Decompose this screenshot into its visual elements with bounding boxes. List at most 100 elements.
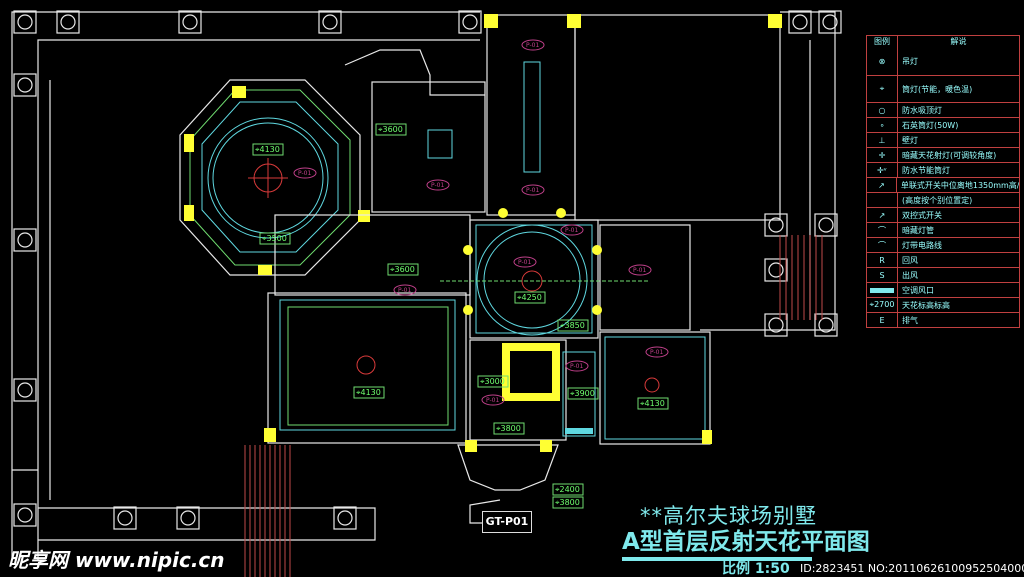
column-icon xyxy=(814,313,838,337)
material-tag: P-01 xyxy=(560,224,584,236)
wall-lamp-icon: ⊥ xyxy=(867,133,898,147)
legend-row: ↗单联式开关中位离地1350mm高/ xyxy=(867,177,1019,192)
svg-text:⌖4250: ⌖4250 xyxy=(517,293,542,302)
column-icon xyxy=(13,73,37,97)
svg-text:P-01: P-01 xyxy=(526,42,539,49)
ac-vent-icon xyxy=(867,283,898,297)
legend-desc: 吊灯 xyxy=(902,56,918,66)
elevation-label: ⌖3600 xyxy=(375,123,407,136)
chandelier-icon: ⊗ xyxy=(867,47,898,75)
legend-row: ↗双控式开关 xyxy=(867,207,1019,222)
column-icon xyxy=(818,10,842,34)
legend-row: 空调风口 xyxy=(867,282,1019,297)
elevation-label: ⌖3800 xyxy=(493,422,525,435)
legend-header: 图例 解说 xyxy=(867,36,1019,47)
elevation-labels: ⌖4130 ⌖3500 ⌖3600 ⌖3600 ⌖4130 ⌖4250 ⌖3850 ⌖3000… xyxy=(252,123,669,509)
column-icon xyxy=(764,213,788,237)
material-tag: P-01 xyxy=(628,264,652,276)
svg-text:P-01: P-01 xyxy=(486,397,499,404)
octagon-room xyxy=(179,79,370,276)
svg-text:⌖3600: ⌖3600 xyxy=(378,125,403,134)
elevation-label: ⌖4250 xyxy=(514,291,546,304)
svg-text:P-01: P-01 xyxy=(565,227,578,234)
column-icon xyxy=(764,258,788,282)
exhaust-icon: E xyxy=(867,313,898,327)
legend-desc: 灯带电路线 xyxy=(902,240,942,250)
rooms xyxy=(264,14,782,524)
legend-row: ⊥ 壁灯 xyxy=(867,132,1019,147)
svg-text:⌖3800: ⌖3800 xyxy=(555,498,580,507)
legend-desc: 防水节能筒灯 xyxy=(902,165,950,175)
svg-text:⌖4130: ⌖4130 xyxy=(356,388,381,397)
elevation-label: ⌖3850 xyxy=(557,319,589,332)
svg-text:P-01: P-01 xyxy=(633,267,646,274)
column-icon xyxy=(13,378,37,402)
svg-text:⌖3600: ⌖3600 xyxy=(390,265,415,274)
veranda-outline xyxy=(11,11,836,560)
column-icon xyxy=(113,506,137,530)
material-tag: P-01 xyxy=(521,184,545,196)
legend-desc: 壁灯 xyxy=(902,135,918,145)
elevation-label: ⌖2400 xyxy=(552,483,584,496)
legend-desc: 暗藏天花射灯(可调较角度) xyxy=(902,150,997,160)
column-icon xyxy=(56,10,80,34)
legend-row: ⌖2700 天花标高标高 xyxy=(867,297,1019,312)
legend-header-desc: 解说 xyxy=(950,37,967,46)
elevation-label: ⌖4130 xyxy=(252,143,284,156)
svg-text:⌖4130: ⌖4130 xyxy=(255,145,280,154)
svg-text:⌖3000: ⌖3000 xyxy=(480,377,505,386)
column-icon xyxy=(458,10,482,34)
legend-row: ∘石英筒灯(50W) xyxy=(867,117,1019,132)
legend-desc: 排气 xyxy=(902,315,918,325)
legend-desc: 防水吸顶灯 xyxy=(902,105,942,115)
legend-symbol xyxy=(867,193,898,207)
elevation-label: ⌖3600 xyxy=(387,263,419,276)
hidden-tube-icon: ⌒ xyxy=(867,223,898,237)
column-icon xyxy=(333,506,357,530)
legend-desc: 筒灯(节能，暖色温) xyxy=(902,84,973,94)
svg-text:⌖3850: ⌖3850 xyxy=(560,321,585,330)
watermark-logo: 昵享网 www.nipic.cn xyxy=(8,548,225,572)
legend-desc: (高度按个别位置定) xyxy=(902,195,973,205)
svg-text:P-01: P-01 xyxy=(431,182,444,189)
supply-air-icon: S xyxy=(867,268,898,282)
column-icon xyxy=(13,228,37,252)
svg-text:P-01: P-01 xyxy=(398,287,411,294)
legend-row: ⌒ 暗藏灯管 xyxy=(867,222,1019,237)
elevation-label: ⌖4130 xyxy=(637,397,669,410)
legend-desc: 双控式开关 xyxy=(902,210,942,220)
material-tags: P-01P-01P-01P-01P-01P-01P-01P-01P-01P-01… xyxy=(293,39,669,406)
column-icon xyxy=(13,503,37,527)
circuit-line-icon: ⌒ xyxy=(867,238,898,252)
svg-text:⌖3800: ⌖3800 xyxy=(496,424,521,433)
elevation-label: ⌖3900 xyxy=(567,387,599,400)
waterproof-downlight-icon: ✛ᵛ xyxy=(867,163,898,177)
elevation-label: ⌖3500 xyxy=(259,232,291,245)
material-tag: P-01 xyxy=(645,346,669,358)
material-tag: P-01 xyxy=(521,39,545,51)
callout-label: GT-P01 xyxy=(482,511,532,533)
column-icon xyxy=(764,313,788,337)
svg-text:⌖4130: ⌖4130 xyxy=(640,399,665,408)
project-title: **高尔夫球场别墅 xyxy=(640,504,817,528)
legend-row: E 排气 xyxy=(867,312,1019,327)
column-icon xyxy=(176,506,200,530)
material-tag: P-01 xyxy=(481,394,505,406)
svg-text:⌖3900: ⌖3900 xyxy=(570,389,595,398)
legend-desc: 暗藏灯管 xyxy=(902,225,934,235)
columns xyxy=(13,10,842,530)
legend-row: ⌖筒灯(节能，暖色温) xyxy=(867,75,1019,102)
material-tag: P-01 xyxy=(393,284,417,296)
legend-desc: 单联式开关中位离地1350mm高/ xyxy=(900,180,1019,190)
spotlight-icon: ✛ xyxy=(867,148,898,162)
svg-text:P-01: P-01 xyxy=(570,363,583,370)
legend-desc: 石英筒灯(50W) xyxy=(902,120,959,130)
column-icon xyxy=(13,10,37,34)
column-icon xyxy=(814,213,838,237)
legend-desc: 天花标高标高 xyxy=(902,300,950,310)
material-tag: P-01 xyxy=(293,167,317,179)
ceiling-height-icon: ⌖2700 xyxy=(867,298,898,312)
column-icon xyxy=(788,10,812,34)
watermark-id: ID:2823451 NO:20110626100952504000 xyxy=(800,562,1024,575)
